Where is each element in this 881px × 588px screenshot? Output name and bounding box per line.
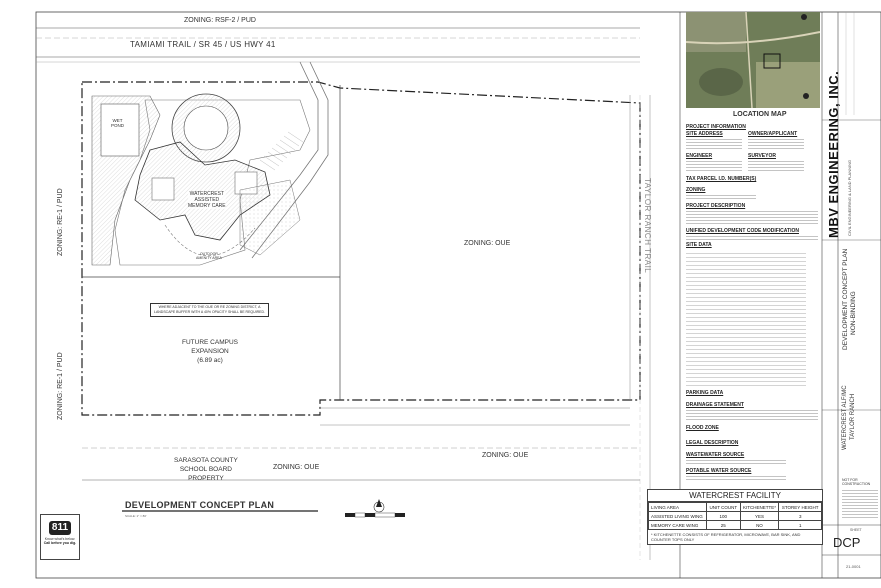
zoning-text (686, 193, 756, 201)
tax-parcel-title: TAX PARCEL I.D. NUMBER(S) (686, 176, 757, 182)
firm-subtitle: CIVIL ENGINEERING & LAND PLANNING (847, 159, 852, 236)
facility-table-title: WATERCREST FACILITY (648, 490, 822, 502)
sheet-title-line2: NON-BINDING (850, 291, 857, 335)
sheet-label: SHEET (850, 528, 862, 532)
future-campus-label: FUTURE CAMPUS EXPANSION (6.89 ac) (182, 339, 238, 364)
drawing-title: DEVELOPMENT CONCEPT PLAN (125, 500, 275, 510)
call-811-line1: Know what's below. (44, 537, 76, 541)
site-address-title: SITE ADDRESS (686, 131, 723, 137)
row-assisted-living-name: ASSISTED LIVING WING (647, 511, 708, 521)
table-row: MEMORY CARE WING 25 NO 1 (647, 520, 822, 530)
unified-code-title: UNIFIED DEVELOPMENT CODE MODIFICATION (686, 228, 799, 234)
engineer-title: ENGINEER (686, 153, 713, 159)
wastewater-text (686, 458, 786, 466)
amenity-label: OUTDOOR AMENITY AREA (196, 252, 222, 260)
zoning-title: ZONING (686, 187, 706, 193)
call-811-badge: 811 Know what's below. Call before you d… (40, 514, 80, 560)
call-811-line2: Call before you dig. (43, 541, 77, 545)
site-data-table (686, 250, 806, 386)
owner-title: OWNER/APPLICANT (748, 131, 798, 137)
project-info-title: PROJECT INFORMATION (686, 124, 746, 130)
zoning-oue-school-label: ZONING: OUE (273, 464, 320, 471)
project-name-line2: TAYLOR RANCH (850, 393, 856, 440)
facility-table-box: WATERCREST FACILITY LIVING AREA UNIT COU… (647, 489, 823, 545)
buffer-note: WHERE ADJACENT TO THE OUE OR RE ZONING D… (150, 303, 269, 317)
taylor-ranch-trail-label: TAYLOR RANCH TRAIL (643, 178, 652, 274)
flood-zone-title: FLOOD ZONE (686, 425, 719, 431)
firm-name: MBV ENGINEERING, INC. (826, 70, 841, 238)
parking-data-title: PARKING DATA (686, 390, 724, 396)
site-address-text (686, 137, 742, 150)
project-description-title: PROJECT DESCRIPTION (686, 203, 746, 209)
engineer-text (686, 159, 742, 172)
project-description-text (686, 209, 818, 225)
row-assisted-living-storey: 3 (778, 511, 822, 521)
facility-table: LIVING AREA UNIT COUNT KITCHENETTE* STOR… (647, 502, 822, 530)
zoning-top-label: ZONING: RSF-2 / PUD (184, 17, 256, 24)
header-storey-height: STOREY HEIGHT (778, 502, 822, 512)
row-assisted-living-kitchenette: YES (739, 511, 780, 521)
row-memory-care-storey: 1 (778, 520, 822, 530)
site-data-title: SITE DATA (686, 242, 712, 248)
surveyor-text (748, 159, 804, 172)
road-name-label: TAMIAMI TRAIL / SR 45 / US HWY 41 (130, 40, 276, 49)
row-memory-care-name: MEMORY CARE WING (647, 520, 708, 530)
surveyor-title: SURVEYOR (748, 153, 776, 159)
wastewater-title: WASTEWATER SOURCE (686, 452, 745, 458)
not-for-construction-text (842, 488, 878, 520)
owner-text (748, 137, 804, 150)
building-label: WATERCREST ASSISTED MEMORY CARE (188, 191, 226, 209)
not-for-construction-note: NOT FOR CONSTRUCTION (842, 478, 871, 486)
facility-table-header-row: LIVING AREA UNIT COUNT KITCHENETTE* STOR… (647, 502, 822, 512)
project-name-line1: WATERCREST ALF/MC (842, 385, 848, 450)
row-memory-care-kitchenette: NO (739, 520, 780, 530)
zoning-left-upper-label: ZONING: RE-1 / PUD (57, 188, 64, 256)
table-row: ASSISTED LIVING WING 100 YES 3 (647, 511, 822, 521)
sheet-title-line1: DEVELOPMENT CONCEPT PLAN (842, 248, 849, 350)
row-assisted-living-units: 100 (706, 511, 741, 521)
wet-pond-label: WET POND (111, 118, 125, 128)
school-label: SARASOTA COUNTY SCHOOL BOARD PROPERTY (174, 457, 238, 482)
header-living-area: LIVING AREA (647, 502, 708, 512)
facility-table-note: * KITCHENETTE CONSISTS OF REFRIGERATOR, … (651, 532, 801, 542)
drainage-title: DRAINAGE STATEMENT (686, 402, 744, 408)
header-unit-count: UNIT COUNT (706, 502, 741, 512)
call-811-logo: 811 (49, 521, 71, 535)
zoning-oue-right-label: ZONING: OUE (464, 240, 511, 247)
zoning-left-lower-label: ZONING: RE-1 / PUD (57, 352, 64, 420)
potable-water-title: POTABLE WATER SOURCE (686, 468, 752, 474)
scale-note: SCALE: 1" = 80' (125, 514, 147, 518)
potable-water-text (686, 474, 786, 482)
unified-code-text (686, 234, 818, 240)
location-map-title: LOCATION MAP (733, 111, 787, 118)
zoning-oue-bottom-label: ZONING: OUE (482, 452, 529, 459)
drainage-text (686, 408, 818, 422)
header-kitchenette: KITCHENETTE* (739, 502, 780, 512)
job-number: 21-0001 (846, 564, 861, 569)
legal-description-title: LEGAL DESCRIPTION (686, 440, 739, 446)
sheet-id: DCP (833, 535, 861, 550)
location-map (686, 12, 820, 108)
row-memory-care-units: 25 (706, 520, 741, 530)
